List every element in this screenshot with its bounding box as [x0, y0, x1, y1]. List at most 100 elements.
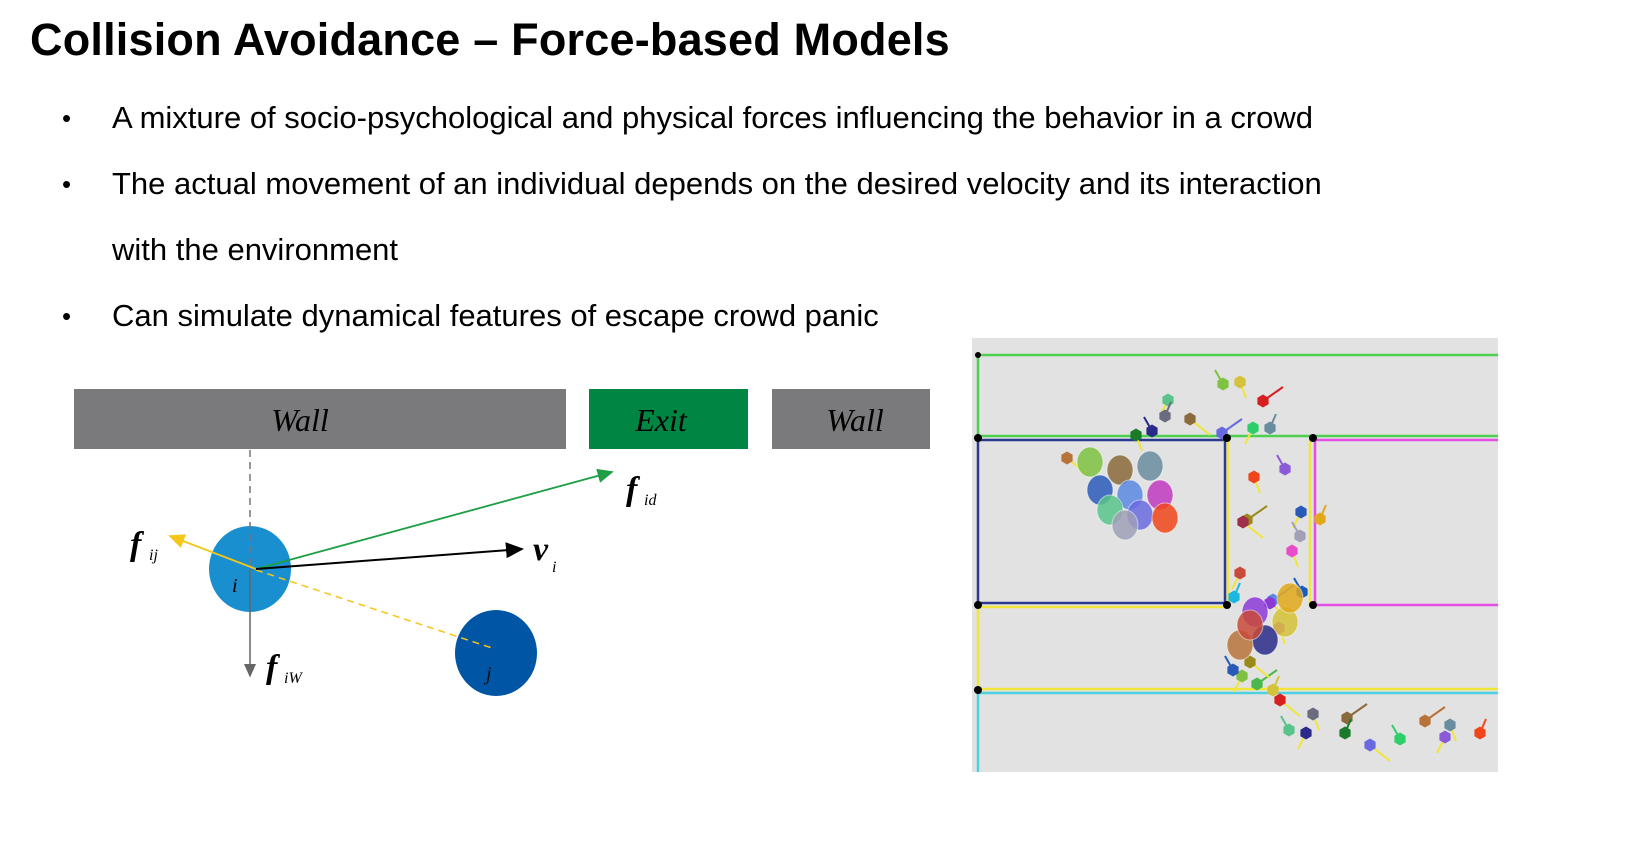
- agent-trail: [1246, 505, 1268, 521]
- agent-hexagon: [1341, 711, 1353, 725]
- agent-trail: [1143, 416, 1153, 432]
- agent-hexagon: [1159, 409, 1171, 423]
- agent-trail: [1239, 381, 1247, 399]
- agent-cluster-member: [1251, 624, 1279, 656]
- agent-trail: [1291, 521, 1301, 537]
- f-iw-label: f iW: [266, 649, 303, 687]
- agent-hexagon: [1257, 394, 1269, 408]
- bullet-text: A mixture of socio-psychological and phy…: [112, 100, 1314, 135]
- agent-trail: [1424, 706, 1446, 722]
- slide-title: Collision Avoidance – Force-based Models: [30, 14, 950, 65]
- agent-hexagon: [1339, 726, 1351, 740]
- bullet-dot: •: [62, 301, 72, 331]
- f-ij-label: f ij: [130, 526, 158, 564]
- agent-trail: [1319, 504, 1327, 520]
- simulation-background: [972, 338, 1498, 772]
- agent-hexagon: [1234, 375, 1246, 389]
- bullet-dot: •: [62, 103, 72, 133]
- agent-hexagon: [1217, 377, 1229, 391]
- agent-hexagon: [1394, 732, 1406, 746]
- agent-trail: [1214, 369, 1224, 385]
- agent-cluster-member: [1236, 609, 1264, 641]
- simulation-walls: [976, 353, 1498, 772]
- agent-trail: [1449, 724, 1457, 742]
- bullet-text: Can simulate dynamical features of escap…: [112, 298, 879, 333]
- agent-hexagon: [1267, 593, 1279, 607]
- agent-hexagon: [1146, 424, 1158, 438]
- agent-trail: [1233, 675, 1243, 693]
- agent-trail: [1269, 602, 1291, 620]
- wall-right: [772, 389, 930, 449]
- agent-trail: [1272, 675, 1280, 691]
- agent-hexagon: [1248, 470, 1260, 484]
- agent-trail: [1344, 718, 1352, 734]
- agent-hexagon: [1286, 544, 1298, 558]
- agent-hexagon: [1267, 683, 1279, 697]
- agent-trail: [1242, 521, 1264, 539]
- agent-trail: [1164, 401, 1172, 417]
- agent-cluster-member: [1111, 509, 1139, 541]
- agent-hexagon: [1264, 421, 1276, 435]
- agent-hexagon: [1234, 566, 1246, 580]
- agent-hexagon: [1228, 590, 1240, 604]
- agent-hexagon: [1274, 693, 1286, 707]
- bullet-text: The actual movement of an individual dep…: [112, 166, 1322, 201]
- agent-hexagon: [1314, 512, 1326, 526]
- agent-distance-line: [255, 569, 493, 649]
- agent-hexagon: [1474, 726, 1486, 740]
- exit-label: Exit: [634, 402, 688, 438]
- f-id-label: f id: [626, 471, 657, 509]
- v-i-sub: i: [552, 559, 556, 576]
- agent-trail: [1244, 427, 1254, 445]
- agent-trail: [1066, 457, 1088, 475]
- agent-trail: [1312, 713, 1320, 731]
- agent-trail: [1297, 732, 1307, 750]
- agent-hexagon: [1300, 726, 1312, 740]
- agent-hexagon: [1295, 505, 1307, 519]
- agent-hexagon: [1439, 730, 1451, 744]
- agent-hexagon: [1244, 655, 1256, 669]
- agent-cluster-member: [1241, 596, 1269, 628]
- agent-trail: [1291, 550, 1299, 568]
- v-i-base: v: [533, 531, 549, 568]
- agent-j-label: j: [483, 663, 492, 685]
- agent-cluster-member: [1276, 582, 1304, 614]
- agent-trail: [1272, 585, 1294, 601]
- agent-hexagon: [1216, 426, 1228, 440]
- agent-hexagon: [1227, 663, 1239, 677]
- agent-trail: [1253, 476, 1261, 494]
- agent-cluster-member: [1126, 499, 1154, 531]
- agent-cluster-member: [1226, 629, 1254, 661]
- agent-hexagon: [1061, 451, 1073, 465]
- simulated-agents: [1061, 369, 1487, 762]
- agent-hexagon: [1307, 707, 1319, 721]
- agent-cluster-member: [1106, 454, 1134, 486]
- agent-hexagon: [1364, 738, 1376, 752]
- wall-left-label: Wall: [271, 402, 329, 438]
- agent-cluster-member: [1096, 494, 1124, 526]
- agent-trail: [1479, 718, 1487, 734]
- wall-left: [74, 389, 566, 449]
- agent-trail: [1269, 413, 1277, 429]
- agent-trail: [1233, 582, 1241, 598]
- agent-hexagon: [1283, 723, 1295, 737]
- f-iw-base: f: [266, 649, 281, 686]
- agent-cluster-member: [1076, 446, 1104, 478]
- agent-hexagon: [1247, 421, 1259, 435]
- agent-hexagon: [1241, 513, 1253, 527]
- agent-hexagon: [1184, 412, 1196, 426]
- bullet-dot: •: [62, 169, 72, 199]
- agent-trail: [1436, 736, 1446, 754]
- wall-right-label: Wall: [826, 402, 884, 438]
- agent-trail: [1276, 454, 1286, 470]
- agent-trail: [1249, 661, 1271, 679]
- velocity-arrow: [255, 542, 524, 570]
- agent-trail: [1221, 418, 1243, 434]
- agent-trail: [1369, 744, 1391, 762]
- agent-hexagon: [1273, 621, 1285, 635]
- desired-force-arrow: [255, 468, 614, 570]
- agent-cluster-member: [1146, 479, 1174, 511]
- wall-nodes: [974, 352, 1317, 694]
- agent-hexagon: [1237, 515, 1249, 529]
- exit: [589, 389, 748, 449]
